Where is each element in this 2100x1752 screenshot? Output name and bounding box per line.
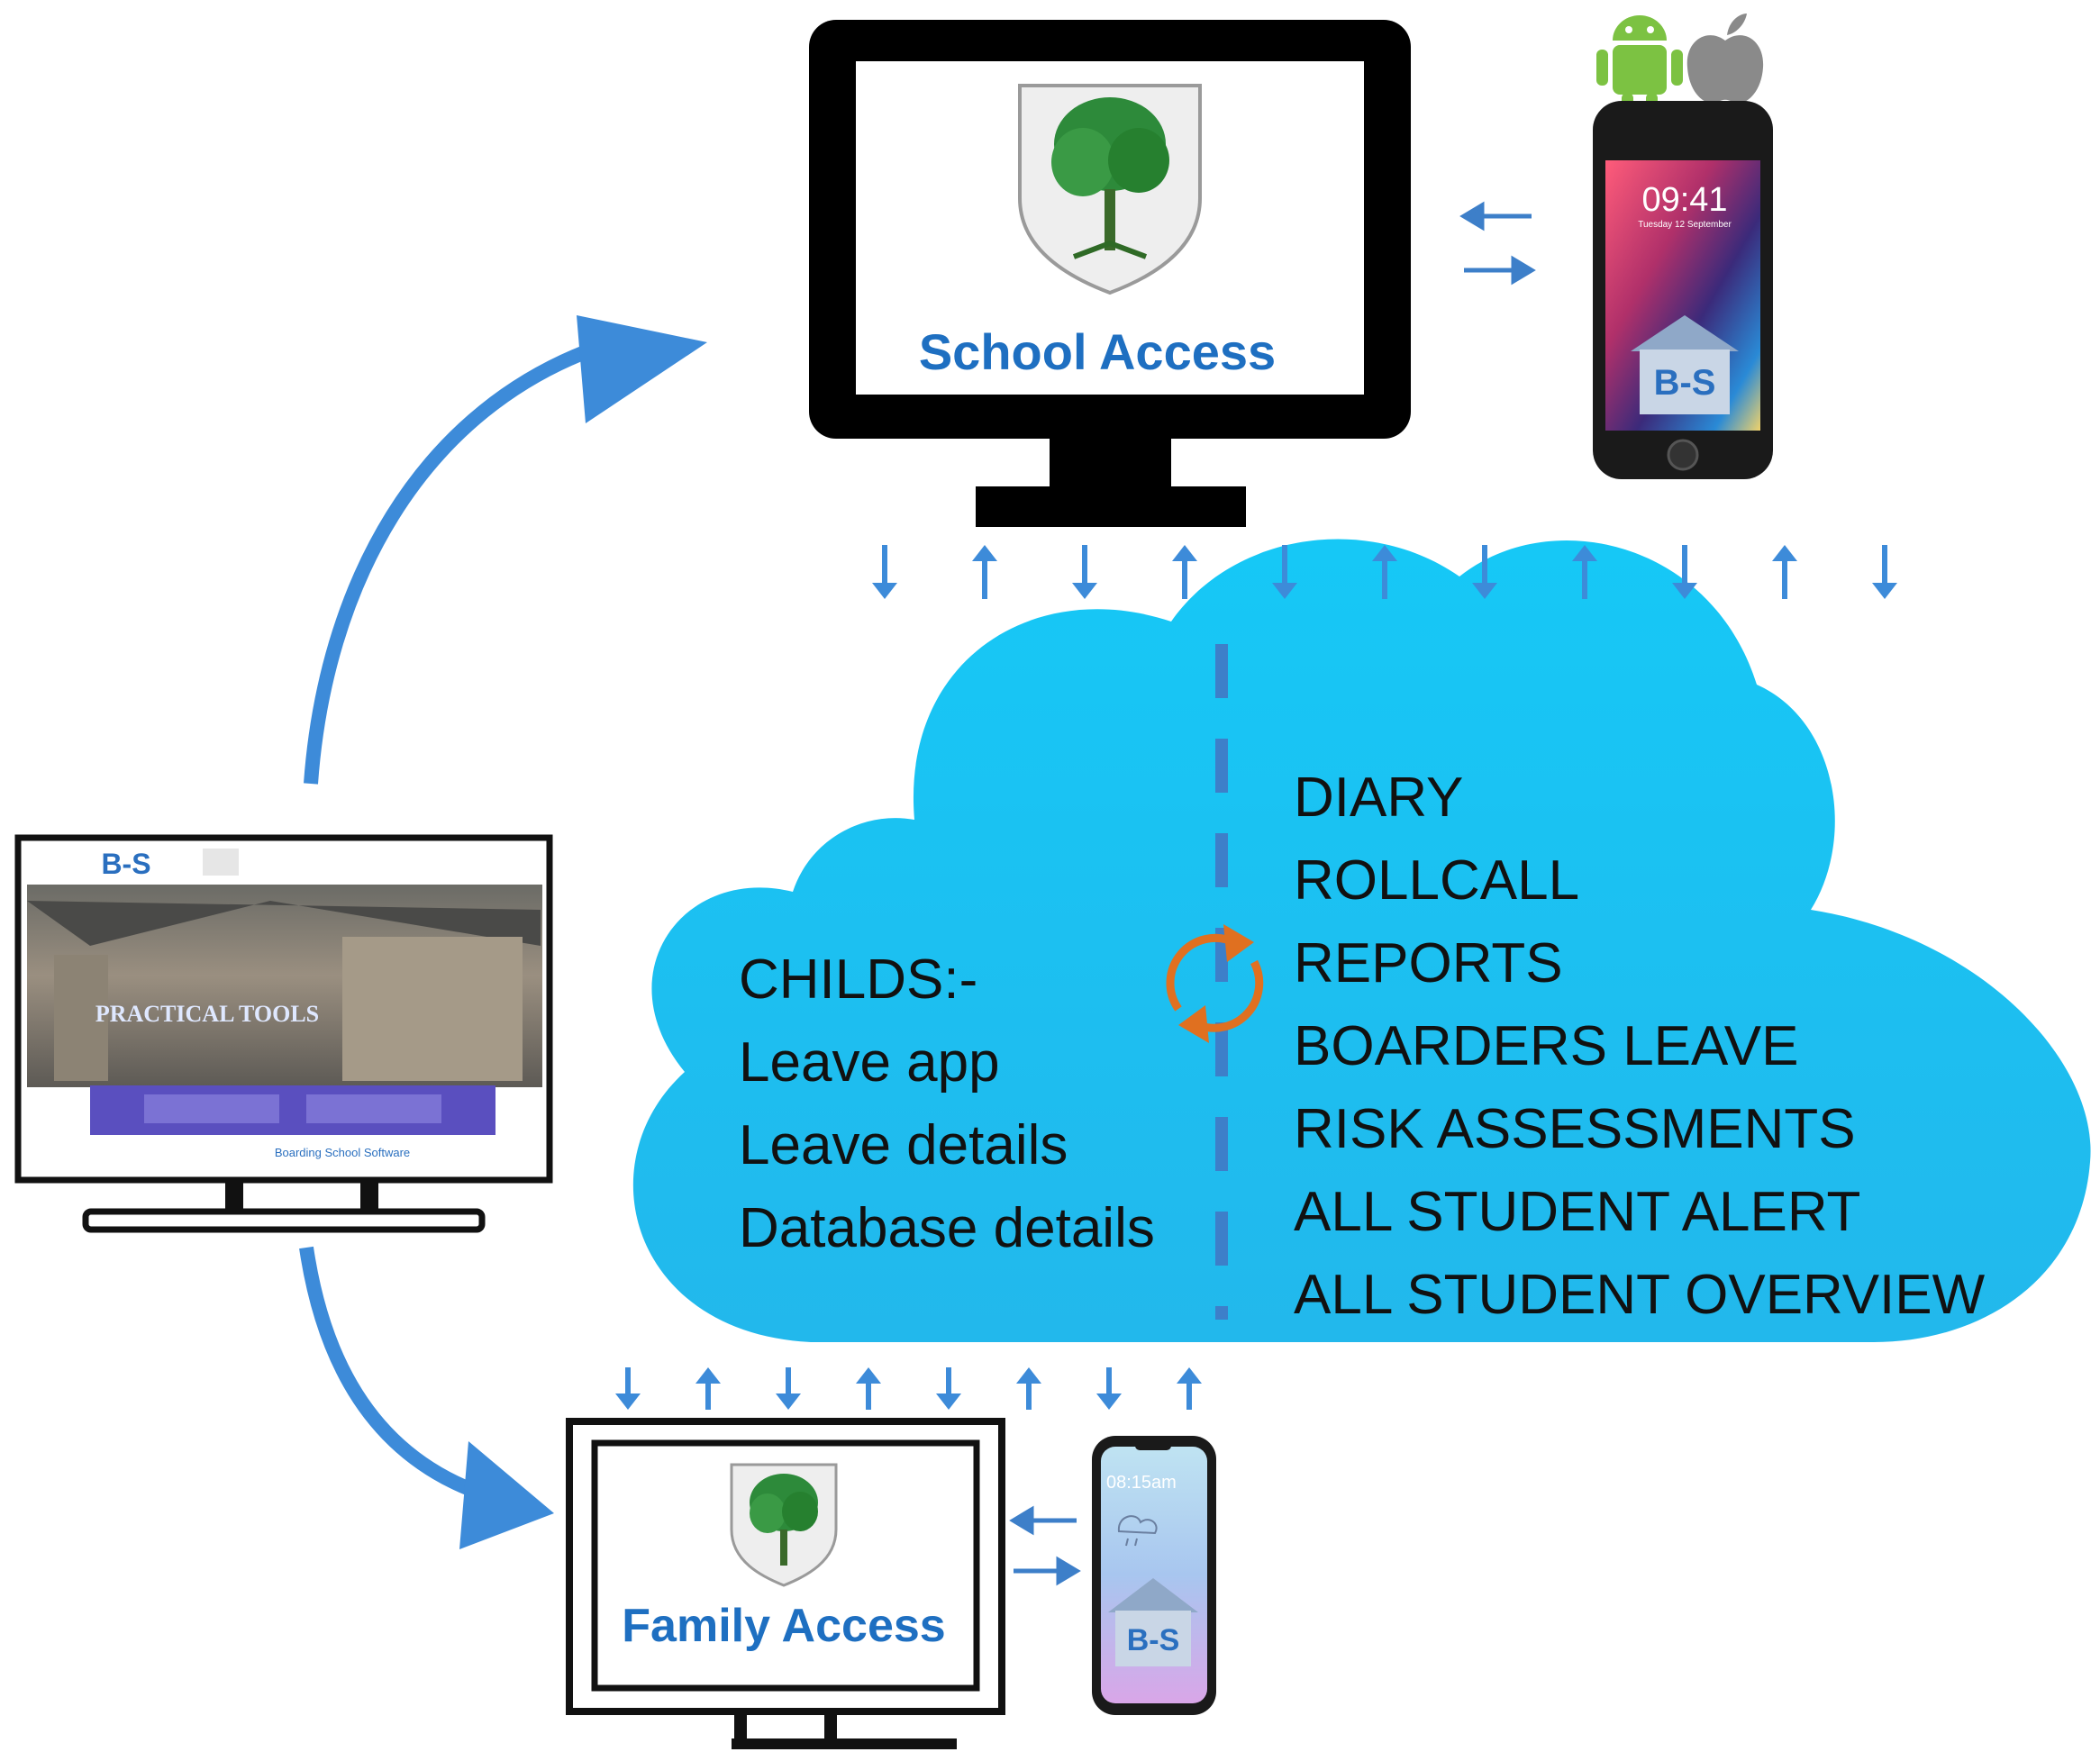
down-arrow-icon [1672, 545, 1697, 599]
up-arrow-icon [1772, 545, 1797, 599]
cloud-right-item: REPORTS [1294, 932, 1563, 994]
down-arrow-icon [1072, 545, 1097, 599]
sync-icon [1166, 924, 1264, 1043]
family-phone-sync-arrows [1009, 1505, 1081, 1586]
school-phone-date: Tuesday 12 September [1638, 220, 1732, 230]
cloud [632, 539, 2091, 1342]
cloud-left-item: Database details [739, 1197, 1155, 1259]
android-icon [1596, 15, 1683, 118]
website-banner: PRACTICAL TOOLS [95, 1001, 319, 1027]
family-phone: 08:15am B-S [1092, 1436, 1216, 1715]
cloud-left-item: CHILDS:- [739, 949, 977, 1011]
up-arrow-icon [695, 1367, 721, 1410]
flow-arrow-to-family [299, 1246, 554, 1549]
weather-icon [1117, 1515, 1158, 1547]
bs-app-icon: B-S [1631, 315, 1739, 414]
bs-app-icon: B-S [1108, 1578, 1198, 1666]
up-arrow-icon [1177, 1367, 1202, 1410]
school-crest-icon [1018, 84, 1202, 295]
school-phone: 09:41 Tuesday 12 September B-S [1593, 101, 1773, 479]
cloud-left-item: Leave details [739, 1114, 1068, 1176]
flow-arrow-to-school [304, 315, 707, 785]
cloud-left-item: Leave app [739, 1031, 1000, 1094]
cloud-right-item: ROLLCALL [1294, 849, 1579, 912]
down-arrow-icon [1472, 545, 1497, 599]
down-arrow-icon [1096, 1367, 1122, 1410]
cloud-right-item: ALL STUDENT ALERT [1294, 1181, 1860, 1243]
school-monitor: School Access [809, 20, 1411, 527]
up-arrow-icon [1572, 545, 1597, 599]
school-access-label: School Access [919, 323, 1276, 380]
school-phone-sync-arrows [1459, 201, 1536, 286]
school-phone-time: 09:41 [1641, 181, 1727, 219]
down-arrow-icon [615, 1367, 641, 1410]
up-arrow-icon [856, 1367, 881, 1410]
family-access-label: Family Access [622, 1600, 945, 1652]
family-monitor: Family Access [566, 1418, 1005, 1749]
up-arrow-icon [1016, 1367, 1041, 1410]
cloud-right-item: BOARDERS LEAVE [1294, 1015, 1798, 1077]
website-footer: Boarding School Software [275, 1146, 410, 1159]
up-arrow-icon [1372, 545, 1397, 599]
down-arrow-icon [936, 1367, 961, 1410]
down-arrow-icon [1272, 545, 1297, 599]
bs-logo-text: B-S [1127, 1623, 1180, 1657]
bs-logo-text: B-S [1654, 363, 1716, 403]
cloud-right-item: ALL STUDENT OVERVIEW [1294, 1264, 1986, 1326]
family-crest-icon [730, 1463, 838, 1587]
website-monitor: B-S PRACTICAL TOOLS Boarding School Soft… [14, 834, 553, 1233]
cloud-right-item: RISK ASSESSMENTS [1294, 1098, 1856, 1160]
website-logo: B-S [101, 848, 150, 880]
up-arrow-icon [1172, 545, 1197, 599]
family-phone-time: 08:15am [1106, 1473, 1177, 1493]
top-sync-arrows [872, 545, 1897, 599]
down-arrow-icon [1872, 545, 1897, 599]
cloud-right-item: DIARY [1294, 767, 1463, 829]
up-arrow-icon [972, 545, 997, 599]
down-arrow-icon [776, 1367, 801, 1410]
down-arrow-icon [872, 545, 897, 599]
bottom-sync-arrows [615, 1367, 1202, 1410]
apple-icon [1686, 14, 1764, 104]
